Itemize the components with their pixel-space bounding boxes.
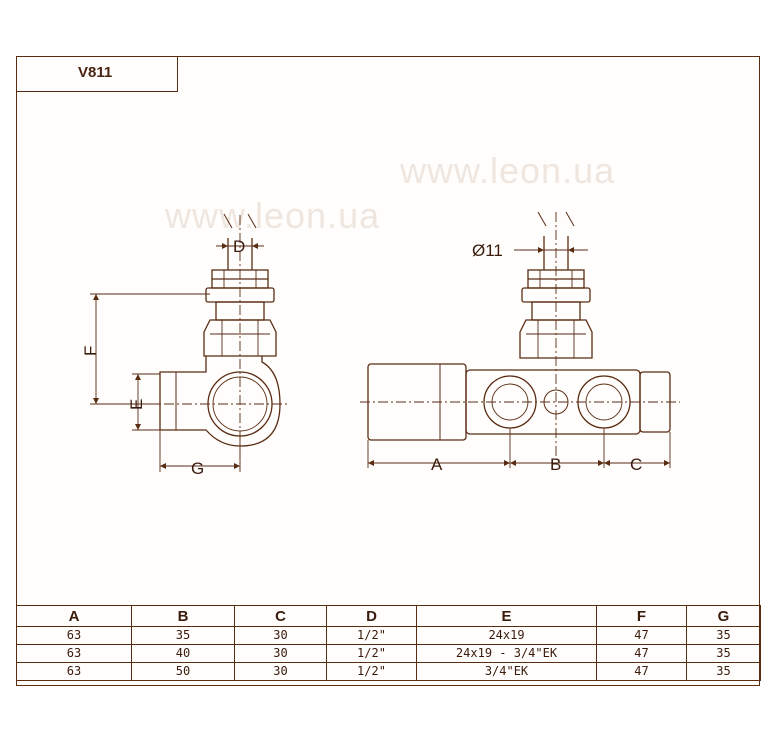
table-cell: 30 xyxy=(234,644,327,663)
table-row: 63 35 30 1/2" 24x19 47 35 xyxy=(16,626,761,645)
table-cell: 1/2" xyxy=(326,626,417,645)
table-cell: 47 xyxy=(596,644,687,663)
table-cell: 30 xyxy=(234,626,327,645)
model-label: V811 xyxy=(78,64,113,81)
dim-label-b: B xyxy=(550,455,561,474)
table-cell: 1/2" xyxy=(326,662,417,681)
col-header: E xyxy=(416,605,597,627)
col-header: G xyxy=(686,605,761,627)
table-cell: 47 xyxy=(596,626,687,645)
table-cell: 50 xyxy=(131,662,235,681)
table-cell: 35 xyxy=(686,662,761,681)
watermark-left: www.leon.ua xyxy=(165,195,381,236)
model-title-box: V811 xyxy=(16,56,178,92)
dim-label-diameter: Ø11 xyxy=(472,241,503,260)
table-cell: 24x19 - 3/4"EK xyxy=(416,644,597,663)
table-row: 63 40 30 1/2" 24x19 - 3/4"EK 47 35 xyxy=(16,644,761,663)
dim-label-c: C xyxy=(630,455,642,474)
table-cell: 24x19 xyxy=(416,626,597,645)
col-header: A xyxy=(16,605,132,627)
dimensions-table: A B C D E F G 63 35 30 1/2" 24x19 47 35 … xyxy=(16,605,761,681)
dim-label-e: E xyxy=(127,399,146,410)
dim-label-d: D xyxy=(233,237,245,256)
table-cell: 63 xyxy=(16,626,132,645)
dim-label-a: A xyxy=(431,455,443,474)
table-cell: 1/2" xyxy=(326,644,417,663)
col-header: B xyxy=(131,605,235,627)
side-view xyxy=(90,213,290,472)
drawing-sheet xyxy=(16,56,760,686)
watermark-right: www.leon.ua xyxy=(400,150,616,191)
table-cell: 40 xyxy=(131,644,235,663)
table-cell: 63 xyxy=(16,644,132,663)
col-header: D xyxy=(326,605,417,627)
table-header-row: A B C D E F G xyxy=(16,605,761,627)
table-cell: 3/4"EK xyxy=(416,662,597,681)
col-header: F xyxy=(596,605,687,627)
table-cell: 35 xyxy=(131,626,235,645)
table-row: 63 50 30 1/2" 3/4"EK 47 35 xyxy=(16,662,761,681)
dim-label-f: F xyxy=(81,346,100,356)
table-cell: 47 xyxy=(596,662,687,681)
table-cell: 30 xyxy=(234,662,327,681)
table-cell: 35 xyxy=(686,644,761,663)
dim-label-g: G xyxy=(191,459,204,478)
table-cell: 63 xyxy=(16,662,132,681)
col-header: C xyxy=(234,605,327,627)
front-view xyxy=(360,211,680,468)
table-cell: 35 xyxy=(686,626,761,645)
